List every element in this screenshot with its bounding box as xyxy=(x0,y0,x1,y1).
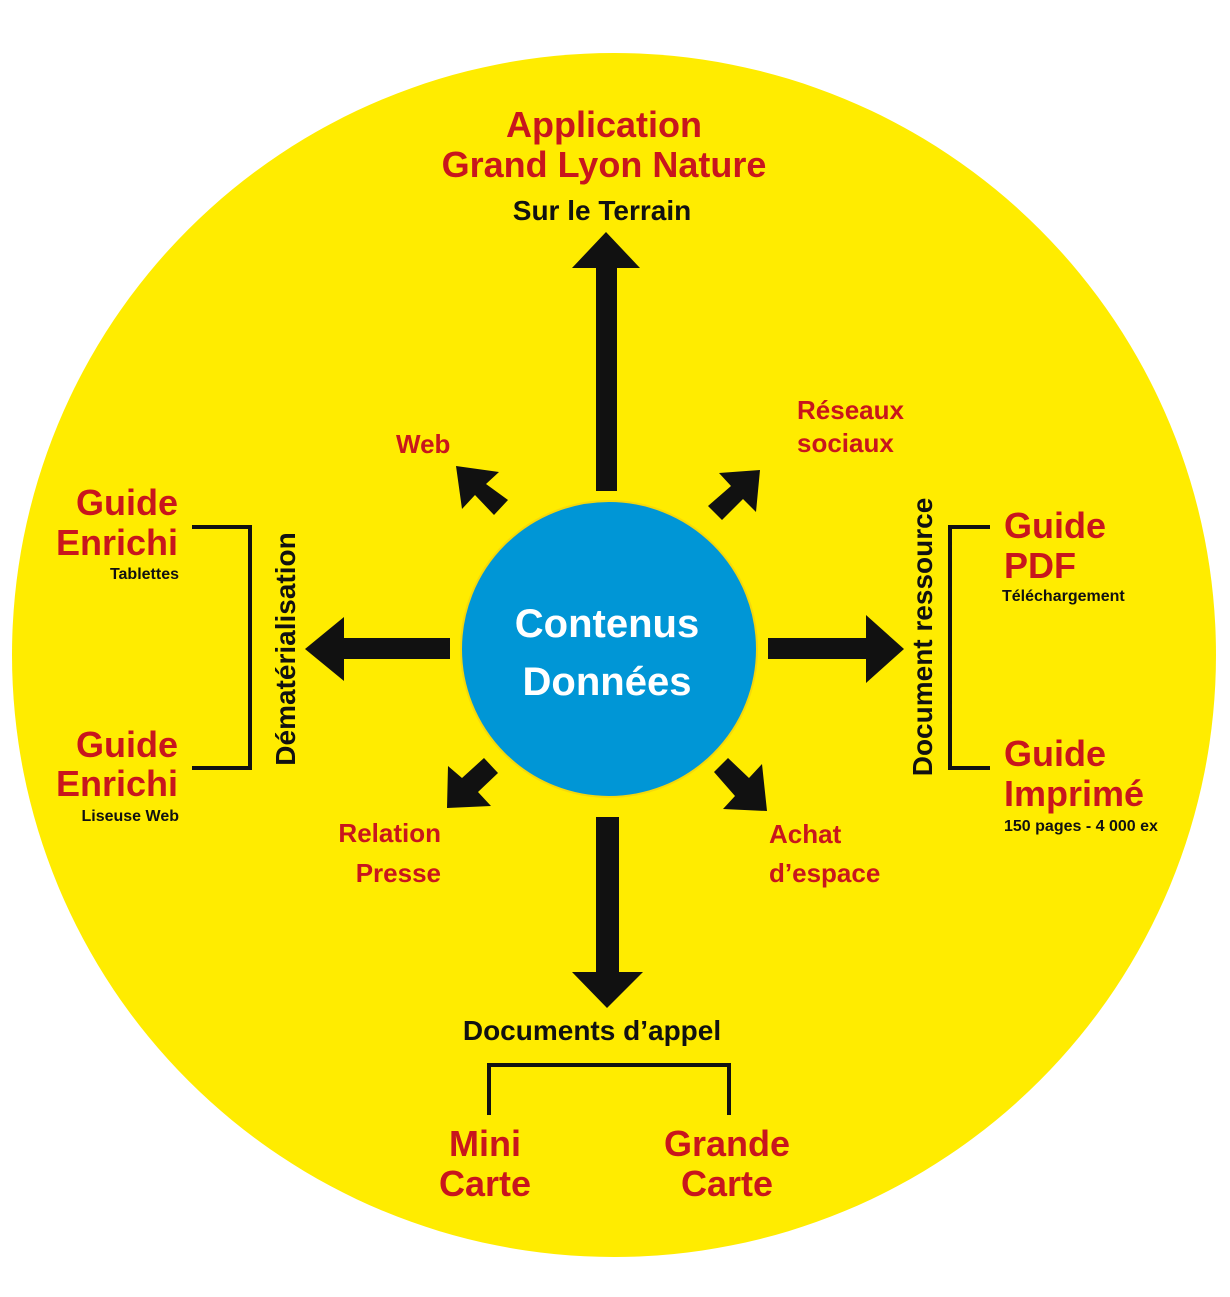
arrow-right xyxy=(768,615,904,683)
top-title-line2: Grand Lyon Nature xyxy=(442,144,767,185)
right-bracket xyxy=(948,525,990,770)
left-item2-line2: Enrichi xyxy=(56,763,178,804)
right-item2-sub: 150 pages - 4 000 ex xyxy=(1004,818,1158,835)
label-achat-line2: d’espace xyxy=(769,858,880,888)
left-bracket xyxy=(192,525,252,770)
bottom-item1-line2: Carte xyxy=(439,1163,531,1204)
left-item1-line1: Guide xyxy=(76,482,178,523)
label-achat-line1: Achat xyxy=(769,819,842,849)
right-item2-line1: Guide xyxy=(1004,733,1106,774)
center-label-line1: Contenus xyxy=(515,602,699,646)
label-web: Web xyxy=(396,429,450,459)
arrow-up-left xyxy=(456,466,508,515)
arrow-up-right xyxy=(708,470,760,520)
left-item2-line1: Guide xyxy=(76,724,178,765)
label-relation-line2: Presse xyxy=(356,858,441,888)
left-item1-line2: Enrichi xyxy=(56,522,178,563)
right-item1-line1: Guide xyxy=(1004,505,1106,546)
arrows-group xyxy=(305,232,904,1008)
bottom-item2-line1: Grande xyxy=(664,1123,790,1164)
right-item2-line2: Imprimé xyxy=(1004,773,1144,814)
label-reseaux-line2: sociaux xyxy=(797,428,894,458)
right-item1-line2: PDF xyxy=(1004,545,1076,586)
left-item2-sub: Liseuse Web xyxy=(81,808,179,825)
arrow-up xyxy=(572,232,640,491)
right-group-label: Document ressource xyxy=(907,498,938,777)
top-subtitle: Sur le Terrain xyxy=(513,195,691,226)
center-circle xyxy=(460,500,758,798)
arrow-down xyxy=(572,817,643,1008)
label-relation-line1: Relation xyxy=(338,818,441,848)
arrow-left xyxy=(305,617,450,681)
bottom-bracket xyxy=(487,1063,731,1115)
bottom-group-label: Documents d’appel xyxy=(463,1015,721,1046)
right-item1-sub: Téléchargement xyxy=(1002,588,1125,605)
arrow-down-right xyxy=(714,758,767,811)
bottom-item2-line2: Carte xyxy=(681,1163,773,1204)
left-item1-sub: Tablettes xyxy=(110,566,179,583)
label-reseaux-line1: Réseaux xyxy=(797,395,904,425)
top-title-line1: Application xyxy=(506,104,702,145)
bottom-item1-line1: Mini xyxy=(449,1123,521,1164)
left-group-label: Dématérialisation xyxy=(270,532,301,765)
center-label-line2: Données xyxy=(523,660,692,704)
arrow-down-left xyxy=(447,758,498,808)
